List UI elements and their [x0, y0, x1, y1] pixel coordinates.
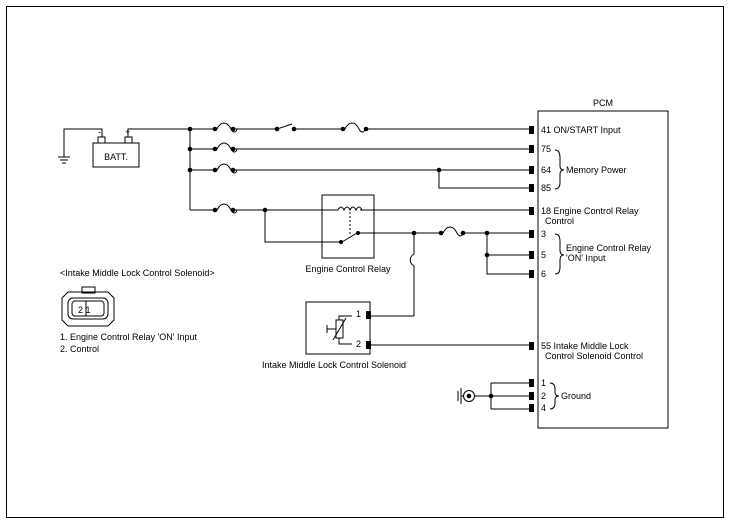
intake-solenoid: 1 2 Intake Middle Lock Control Solenoid — [262, 301, 529, 370]
pin-3-label: 3 — [541, 229, 546, 239]
connector-pin-marks: 2 1 — [78, 305, 91, 315]
solenoid-pin-2: 2 — [356, 339, 361, 349]
relay-label: Engine Control Relay — [305, 264, 391, 274]
pin-18-label: 18 Engine Control Relay — [541, 206, 639, 216]
pin-5-label: 5 — [541, 250, 546, 260]
pin-64-label: 64 — [541, 165, 551, 175]
battery: BATT. - + — [58, 127, 190, 168]
engine-control-relay: Engine Control Relay — [305, 194, 391, 274]
fuse-icon — [442, 226, 464, 237]
ecr-on-label: Engine Control Relay — [566, 243, 652, 253]
ground-connection — [457, 382, 529, 410]
diagram-frame — [6, 6, 724, 518]
fuse-icon — [344, 122, 366, 133]
wire-crossover-icon — [409, 253, 415, 267]
battery-label: BATT. — [104, 152, 128, 162]
pin-1-label: 1 — [541, 378, 546, 388]
pin-4-label: 4 — [541, 403, 546, 413]
connector-legend-item-1: 1. Engine Control Relay 'ON' Input — [60, 332, 198, 342]
ground-group-label: Ground — [561, 391, 591, 401]
pcm-title: PCM — [593, 98, 613, 108]
memory-power-label: Memory Power — [566, 165, 627, 175]
ecr-on-label-line2: 'ON' Input — [566, 253, 606, 263]
pin-18-label-line2: Control — [545, 216, 574, 226]
power-feeds — [187, 122, 529, 243]
pin-2-label: 2 — [541, 391, 546, 401]
connector-legend-item-2: 2. Control — [60, 344, 99, 354]
ground-brace — [549, 382, 560, 410]
ignition-switch-icon — [276, 123, 293, 130]
pcm-module: PCM 41 ON/START Input 75 64 85 18 Engine… — [529, 98, 669, 429]
relay-coil-icon — [337, 206, 363, 212]
pin-75-label: 75 — [541, 144, 551, 154]
pin-55-label-line2: Control Solenoid Control — [545, 351, 643, 361]
pin-41-label: 41 ON/START Input — [541, 125, 621, 135]
pin-85-label: 85 — [541, 183, 551, 193]
connector-legend: <Intake Middle Lock Control Solenoid> 2 … — [60, 268, 215, 354]
relay-contact-icon — [341, 232, 358, 243]
connector-legend-title: <Intake Middle Lock Control Solenoid> — [60, 268, 215, 278]
battery-neg-mark: - — [98, 127, 101, 137]
relay-output-lines — [358, 226, 529, 317]
pin-6-label: 6 — [541, 269, 546, 279]
memory-power-brace — [554, 149, 565, 190]
connector-face-icon: 2 1 — [61, 286, 115, 327]
solenoid-label: Intake Middle Lock Control Solenoid — [262, 360, 406, 370]
pin-55-label: 55 Intake Middle Lock — [541, 341, 629, 351]
solenoid-pin-1: 1 — [356, 309, 361, 319]
ecr-on-brace — [554, 233, 565, 275]
